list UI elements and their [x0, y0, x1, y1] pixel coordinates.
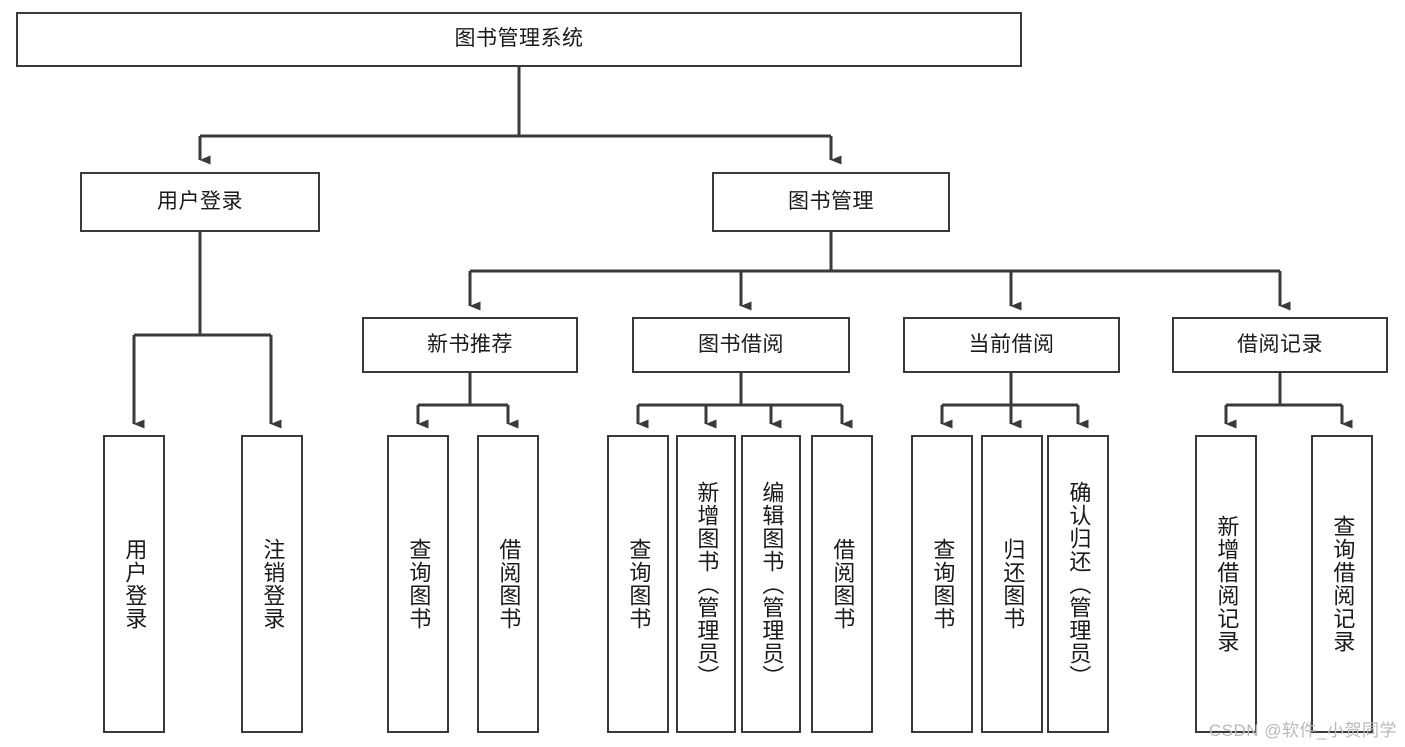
- leaf-user-logout-label: 注销登录: [260, 538, 286, 630]
- leaf-current-return-book-label: 归还图书: [1000, 538, 1026, 630]
- node-book-manage-label: 图书管理: [788, 189, 874, 213]
- leaf-recommend-borrow-book-label: 借阅图书: [496, 538, 522, 630]
- leaf-user-login[interactable]: 用户登录: [103, 435, 165, 733]
- book-manage-connectors: [468, 232, 1291, 311]
- node-book-manage[interactable]: 图书管理: [712, 172, 950, 232]
- node-new-book-recommend[interactable]: 新书推荐: [362, 317, 578, 373]
- node-book-borrow-label: 图书借阅: [698, 332, 784, 356]
- leaf-borrow-edit-book-label: 编辑图书（管理员）: [759, 480, 785, 688]
- book-borrow-connectors: [636, 373, 853, 429]
- leaf-borrow-edit-book[interactable]: 编辑图书（管理员）: [741, 435, 801, 733]
- leaf-current-return-book[interactable]: 归还图书: [981, 435, 1043, 733]
- leaf-borrow-borrow-book[interactable]: 借阅图书: [811, 435, 873, 733]
- leaf-borrow-add-book[interactable]: 新增图书（管理员）: [676, 435, 736, 733]
- leaf-current-query-book-label: 查询图书: [930, 538, 956, 630]
- leaf-user-logout[interactable]: 注销登录: [241, 435, 303, 733]
- leaf-record-add-label: 新增借阅记录: [1214, 515, 1240, 653]
- leaf-record-query[interactable]: 查询借阅记录: [1311, 435, 1373, 733]
- leaf-recommend-query-book-label: 查询图书: [406, 538, 432, 630]
- node-new-book-recommend-label: 新书推荐: [427, 332, 513, 356]
- node-borrow-record[interactable]: 借阅记录: [1172, 317, 1388, 373]
- leaf-borrow-query-book[interactable]: 查询图书: [607, 435, 669, 733]
- leaf-current-query-book[interactable]: 查询图书: [911, 435, 973, 733]
- node-root-label: 图书管理系统: [454, 27, 584, 51]
- current-borrow-connectors: [940, 373, 1089, 429]
- node-root[interactable]: 图书管理系统: [16, 12, 1022, 67]
- leaf-user-login-label: 用户登录: [122, 538, 148, 630]
- root-connectors: [198, 67, 842, 165]
- borrow-record-connectors: [1224, 373, 1353, 429]
- leaf-borrow-borrow-book-label: 借阅图书: [830, 538, 856, 630]
- leaf-recommend-query-book[interactable]: 查询图书: [387, 435, 449, 733]
- leaf-record-add[interactable]: 新增借阅记录: [1195, 435, 1257, 733]
- leaf-record-query-label: 查询借阅记录: [1330, 515, 1356, 653]
- node-current-borrow-label: 当前借阅: [968, 332, 1055, 356]
- user-login-connectors: [132, 232, 282, 429]
- leaf-current-confirm-return[interactable]: 确认归还（管理员）: [1047, 435, 1109, 733]
- leaf-borrow-add-book-label: 新增图书（管理员）: [694, 480, 720, 688]
- node-user-login[interactable]: 用户登录: [80, 172, 320, 232]
- node-user-login-label: 用户登录: [157, 189, 243, 213]
- node-book-borrow[interactable]: 图书借阅: [632, 317, 850, 373]
- leaf-current-confirm-return-label: 确认归还（管理员）: [1066, 480, 1092, 688]
- node-current-borrow[interactable]: 当前借阅: [903, 317, 1120, 373]
- leaf-borrow-query-book-label: 查询图书: [626, 538, 652, 630]
- leaf-recommend-borrow-book[interactable]: 借阅图书: [477, 435, 539, 733]
- new-book-rec-connectors: [416, 373, 519, 429]
- node-borrow-record-label: 借阅记录: [1237, 332, 1323, 356]
